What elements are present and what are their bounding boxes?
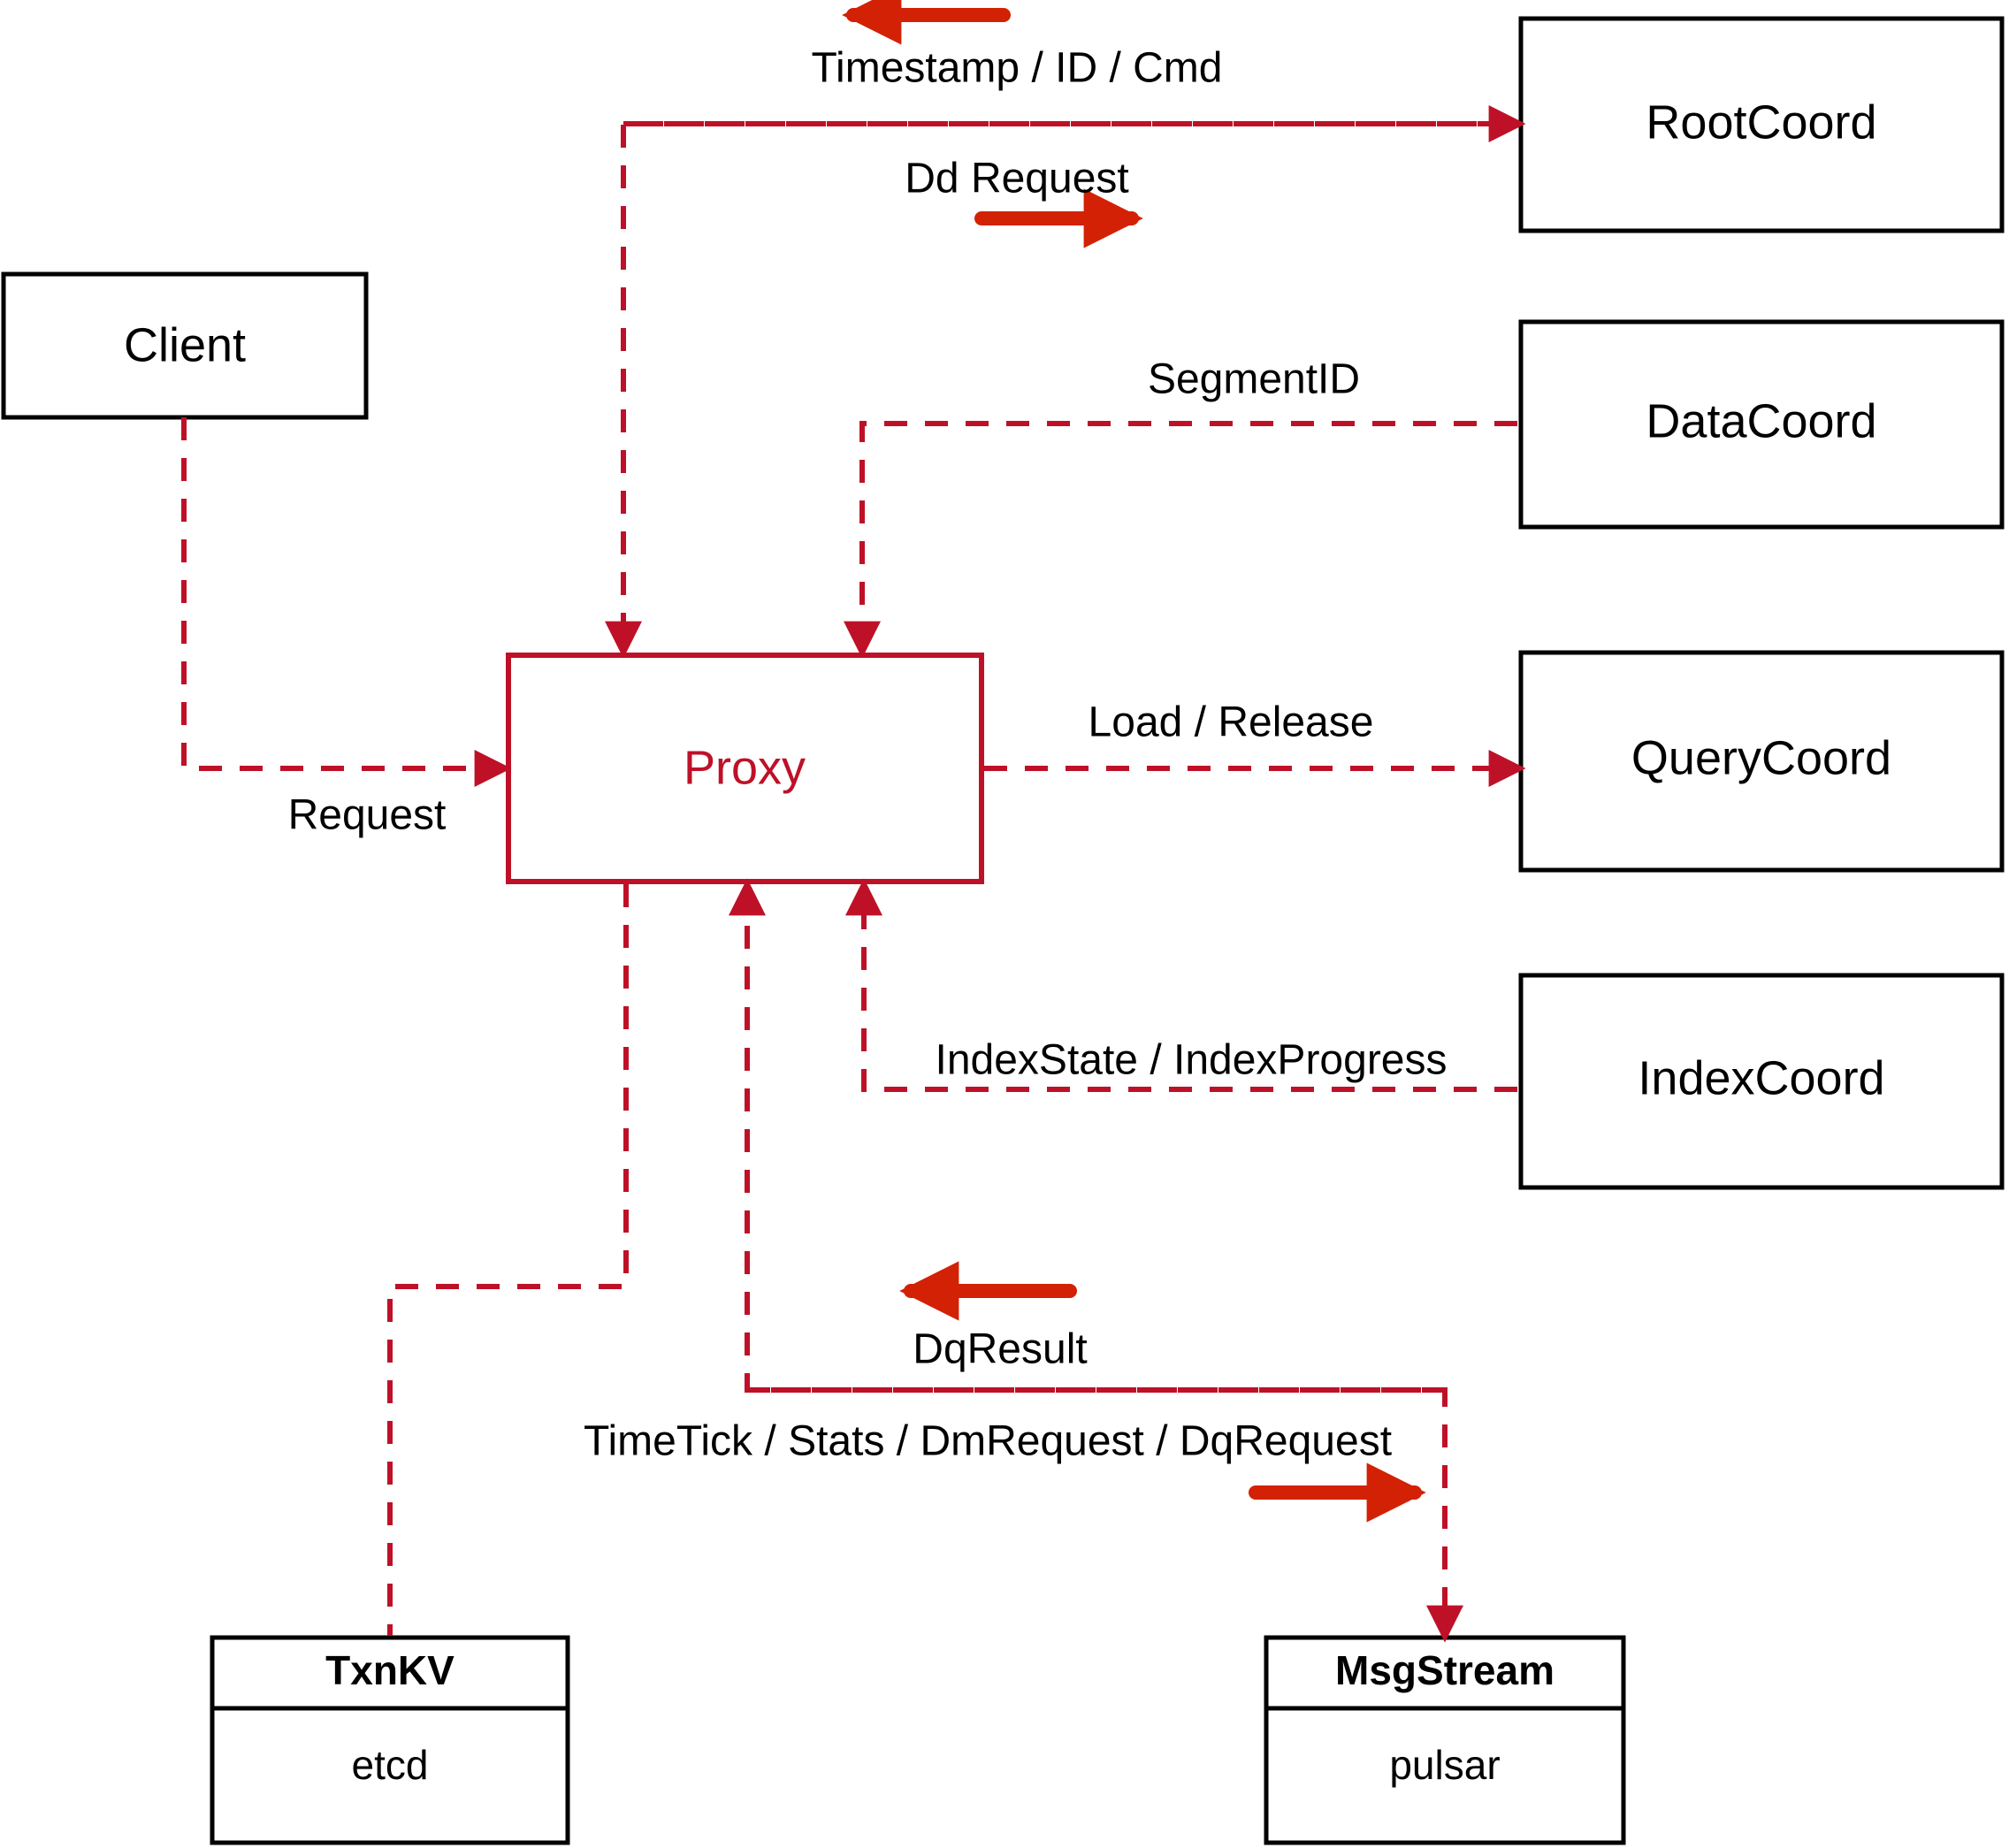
msgstream-box[interactable]: [1264, 1635, 1626, 1845]
datacoord-box[interactable]: [1518, 319, 2005, 530]
indexcoord-box[interactable]: [1518, 973, 2005, 1190]
msgstream-impl-label: pulsar: [1389, 1742, 1500, 1788]
msgstream-label: MsgStream: [1335, 1647, 1554, 1693]
node-proxy[interactable]: Proxy: [506, 653, 984, 884]
rootcoord-box[interactable]: [1518, 16, 2005, 233]
datacoord-label: DataCoord: [1646, 394, 1876, 447]
edge-label-timestamp-id-cmd: Timestamp / ID / Cmd: [812, 45, 1223, 92]
txnkv-label: TxnKV: [325, 1647, 455, 1693]
node-txnkv[interactable]: TxnKV etcd: [210, 1635, 570, 1845]
node-msgstream[interactable]: MsgStream pulsar: [1264, 1635, 1626, 1845]
edge-label-dd-request: Dd Request: [905, 156, 1128, 202]
edge-msgstream-to-proxy: [729, 878, 1445, 1393]
edge-label-load-release: Load / Release: [1089, 699, 1374, 746]
edge-label-dqresult: DqResult: [913, 1326, 1087, 1373]
querycoord-box[interactable]: [1518, 650, 2005, 873]
node-datacoord[interactable]: DataCoord: [1518, 319, 2005, 530]
edge-label-segmentid: SegmentID: [1148, 356, 1360, 403]
node-rootcoord[interactable]: RootCoord: [1518, 16, 2005, 233]
indexcoord-label: IndexCoord: [1638, 1051, 1884, 1104]
edge-indexcoord-to-proxy: [845, 878, 1517, 1092]
node-querycoord[interactable]: QueryCoord: [1518, 650, 2005, 873]
node-indexcoord[interactable]: IndexCoord: [1518, 973, 2005, 1190]
proxy-box[interactable]: [506, 653, 984, 884]
client-label: Client: [124, 318, 246, 371]
client-box[interactable]: [1, 271, 369, 420]
edge-proxy-to-msgstream: [747, 1387, 1463, 1643]
rootcoord-label: RootCoord: [1646, 95, 1876, 149]
txnkv-box[interactable]: [210, 1635, 570, 1845]
edge-proxy-to-txnkv: [387, 884, 629, 1636]
txnkv-impl-label: etcd: [352, 1742, 429, 1788]
edge-client-to-proxy: [181, 417, 512, 787]
proxy-label: Proxy: [684, 741, 806, 794]
edge-label-request: Request: [288, 792, 447, 839]
edge-rootcoord-to-proxy: [605, 121, 1517, 659]
querycoord-label: QueryCoord: [1631, 731, 1891, 784]
edge-datacoord-to-proxy: [844, 421, 1517, 659]
node-client[interactable]: Client: [1, 271, 369, 420]
edge-label-indexstate-indexprogress: IndexState / IndexProgress: [936, 1037, 1448, 1084]
edge-label-timetick-stats-dmrequest-dqrequest: TimeTick / Stats / DmRequest / DqRequest: [584, 1418, 1392, 1465]
